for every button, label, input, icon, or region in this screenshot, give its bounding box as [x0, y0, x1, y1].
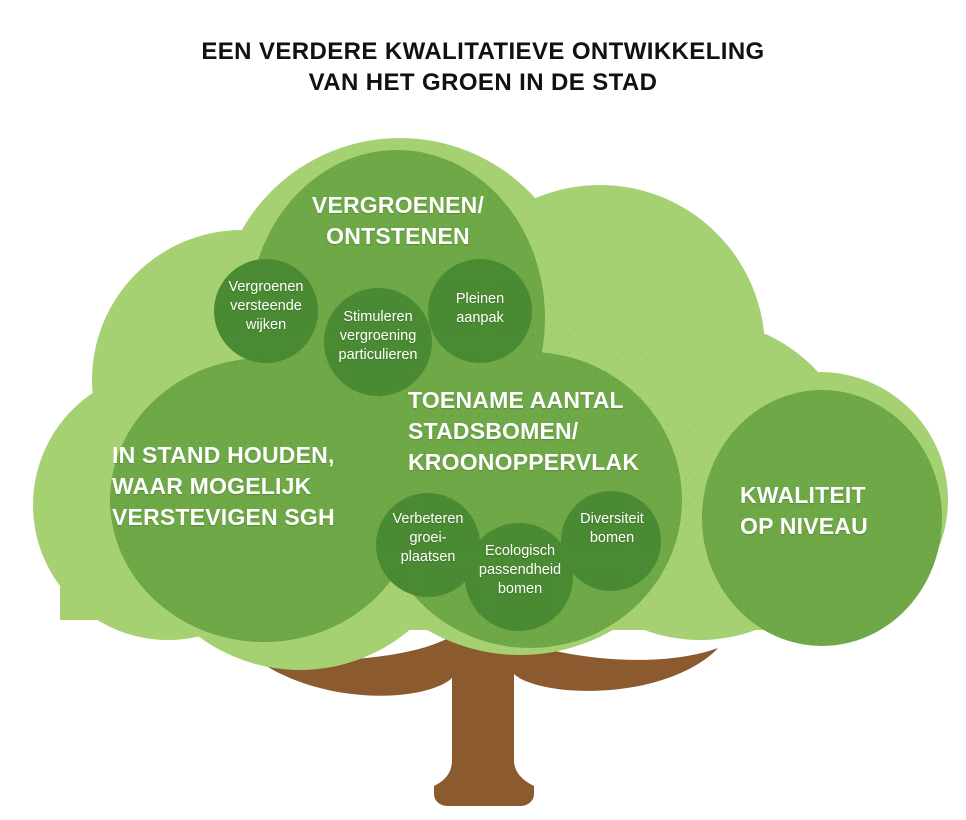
theme-bubble-kwaliteit-op-niveau[interactable] [702, 390, 942, 646]
page-title: EEN VERDERE KWALITATIEVE ONTWIKKELING VA… [0, 36, 966, 98]
action-bubble-verbeteren-groeiplaatsen[interactable] [376, 493, 480, 597]
action-bubble-stimuleren-vergroening[interactable] [324, 288, 432, 396]
title-line-2: VAN HET GROEN IN DE STAD [308, 69, 658, 96]
title-line-1: EEN VERDERE KWALITATIEVE ONTWIKKELING [201, 38, 765, 65]
action-bubble-ecologisch-passendheid[interactable] [465, 523, 573, 631]
action-bubble-diversiteit-bomen[interactable] [561, 491, 661, 591]
action-bubble-pleinen-aanpak[interactable] [428, 259, 532, 363]
theme-bubble-in-stand-houden[interactable] [110, 358, 418, 642]
action-bubble-versteende-wijken[interactable] [214, 259, 318, 363]
